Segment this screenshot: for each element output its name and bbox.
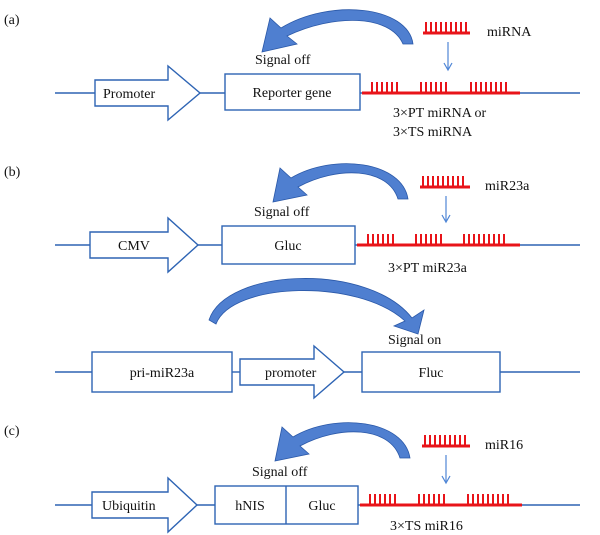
panel-b-gluc-box <box>221 225 356 265</box>
panel-b-mirna-icon <box>420 176 470 189</box>
panel-c-gluc-label: Gluc <box>308 499 335 514</box>
panel-b-activation-arrow-icon <box>208 278 425 335</box>
panel-a-site-line1: 3×PT miRNA or <box>393 106 487 121</box>
panel-a-reporter-box <box>224 73 361 111</box>
panel-a-mirna-label: miRNA <box>487 25 532 40</box>
panel-b-fluc-label: Fluc <box>419 366 444 381</box>
panel-b-mirna-label: miR23a <box>485 179 530 194</box>
panel-c-ubiquitin-label: Ubiquitin <box>102 499 156 514</box>
panel-c-mirna-icon <box>422 435 470 448</box>
panel-a-reporter-label: Reporter gene <box>253 86 332 101</box>
panel-b-cmv-label: CMV <box>118 239 150 254</box>
panel-a-signal-label: Signal off <box>255 53 311 68</box>
panel-c: (c) Ubiquitin hNIS Gluc Signal off miR16 <box>4 422 580 534</box>
panel-b-fluc-box <box>361 351 501 393</box>
panel-b-down-arrow-icon <box>441 196 451 224</box>
panel-a-binding-sites-icon <box>362 82 520 95</box>
panel-b-site-label: 3×PT miR23a <box>388 261 468 276</box>
panel-b-signal-off-label: Signal off <box>254 205 310 220</box>
panel-b-binding-sites-icon <box>357 234 520 247</box>
panel-c-signal-label: Signal off <box>252 465 308 480</box>
panel-a-mirna-icon <box>423 22 470 35</box>
panel-c-down-arrow-icon <box>441 455 451 485</box>
panel-b-cmv-arrow <box>89 216 200 274</box>
panel-c-mirna-label: miR16 <box>485 438 523 453</box>
panel-c-hnis-label: hNIS <box>235 499 265 514</box>
panel-c-label: (c) <box>4 424 20 439</box>
panel-c-binding-sites-icon <box>360 494 522 507</box>
panel-b-signal-on-label: Signal on <box>388 333 441 348</box>
panel-b-pri-box <box>91 351 233 393</box>
panel-a-site-line2: 3×TS miRNA <box>393 125 473 140</box>
panel-a-repression-arrow-icon <box>261 9 414 53</box>
panel-b-promoter-arrow <box>239 344 346 400</box>
panel-c-ubiquitin-arrow <box>91 476 199 534</box>
panel-b-pri-label: pri-miR23a <box>130 366 195 381</box>
panel-b-repression-arrow-icon <box>272 163 409 203</box>
panel-b: (b) CMV Gluc Signal off miR23a <box>4 163 580 400</box>
panel-b-promoter-label: promoter <box>265 366 317 381</box>
panel-a-promoter-label: Promoter <box>103 87 155 102</box>
panel-c-site-label: 3×TS miR16 <box>390 519 463 534</box>
panel-b-label: (b) <box>4 165 21 180</box>
panel-a: (a) Promoter Reporter gene Signal off mi… <box>4 9 580 140</box>
panel-a-down-arrow-icon <box>443 42 453 72</box>
panel-a-promoter-arrow <box>94 64 202 122</box>
panel-a-label: (a) <box>4 13 20 28</box>
panel-c-repression-arrow-icon <box>274 422 411 462</box>
panel-b-gluc-label: Gluc <box>274 239 301 254</box>
